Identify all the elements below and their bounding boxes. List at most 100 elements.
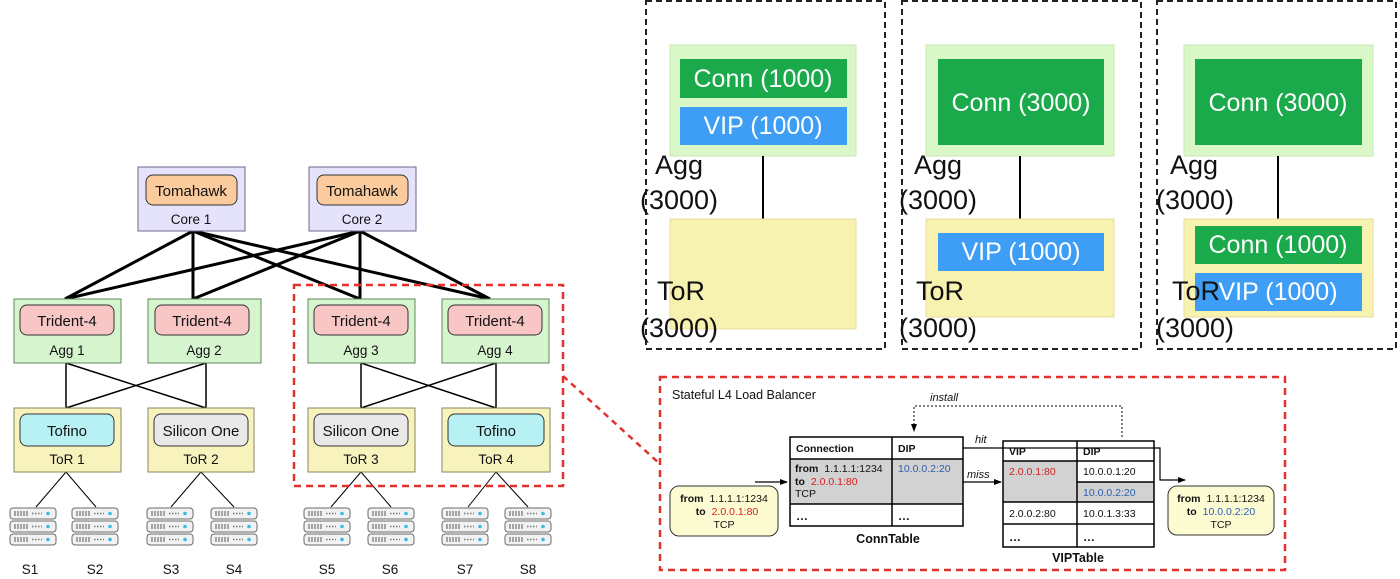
load-balancer-panel[interactable]: Stateful L4 Load Balancer from 1.1.1.1:1… [658, 375, 1287, 572]
vip-block-label: VIP (1000) [1218, 278, 1337, 306]
tor-panel [669, 218, 857, 330]
viptable-ellipsis: … [1083, 530, 1095, 544]
core-name: Core 1 [171, 212, 212, 227]
conn-table: Connection DIP from 1.1.1.1:1234 to 2.0.… [789, 436, 964, 546]
agg-capacity: (3000) [1156, 185, 1234, 215]
chip-label-box [447, 413, 545, 447]
core-name: Core 2 [342, 212, 383, 227]
tor-label: ToR [916, 276, 964, 306]
agg-chip-label: Trident-4 [172, 313, 231, 330]
conntable-header-dip: DIP [898, 443, 916, 455]
conntable-caption: ConnTable [856, 532, 920, 546]
agg-switch[interactable]: Trident-4 Agg 2 [147, 298, 262, 364]
hit-arrow [963, 447, 1186, 483]
server-rack[interactable] [210, 507, 258, 546]
svg-text:from 1.1.1.1:1234: from 1.1.1.1:1234 [1177, 493, 1265, 505]
vip-block [1195, 273, 1362, 311]
chip-label-box [145, 174, 238, 206]
conn-block [680, 59, 847, 98]
placement-panel-2[interactable]: Conn (3000) VIP (1000) Agg (3000) ToR (3… [899, 0, 1142, 350]
agg-name: Agg 2 [186, 343, 221, 358]
packet-from-addr: 1.1.1.1:1234 [1206, 493, 1265, 505]
miss-label: miss [967, 469, 990, 481]
server-rack[interactable] [367, 507, 415, 546]
conn-to-label: to [795, 476, 805, 488]
vip-entry: 2.0.0.1:80 [1009, 466, 1056, 478]
agg-switch[interactable]: Trident-4 Agg 3 [307, 298, 416, 364]
svg-text:to 2.0.0.1:80: to 2.0.0.1:80 [696, 506, 759, 518]
chip-label-box [19, 413, 115, 447]
tor-switch[interactable]: Tofino ToR 4 [441, 407, 551, 473]
packet-from-label: from [1177, 493, 1200, 505]
dip-entry: 10.0.0.1:20 [1083, 466, 1136, 478]
load-balancer-title: Stateful L4 Load Balancer [672, 388, 816, 402]
chip-label-box [313, 413, 409, 447]
vip-block [938, 233, 1104, 271]
conn-block-label: Conn (3000) [952, 89, 1091, 117]
vip-block-label: VIP (1000) [703, 112, 822, 140]
tor-chip-label: Tofino [476, 423, 516, 440]
server-rack[interactable] [504, 507, 552, 546]
chip-label-box [153, 413, 249, 447]
agg-switch[interactable]: Trident-4 Agg 4 [441, 298, 550, 364]
svg-text:to 2.0.0.1:80: to 2.0.0.1:80 [795, 476, 858, 488]
server-rack[interactable] [71, 507, 119, 546]
conn-block-label: Conn (1000) [694, 65, 833, 93]
conn-to-addr: 2.0.0.1:80 [811, 476, 858, 488]
tor-chip-label: Tofino [47, 423, 87, 440]
placement-panel-3[interactable]: Conn (3000) Conn (1000) VIP (1000) Agg (… [1156, 0, 1397, 350]
chip-label-box [316, 174, 409, 206]
dip-entry: 10.0.1.3:33 [1083, 508, 1136, 520]
agg-chip-label: Trident-4 [465, 313, 524, 330]
placement-panel-1[interactable]: Conn (1000) VIP (1000) Agg (3000) ToR (3… [640, 0, 886, 350]
output-packet: from 1.1.1.1:1234 to 10.0.0.2:20 TCP [1167, 485, 1275, 536]
server-label: S3 [163, 562, 180, 577]
packet-proto: TCP [714, 519, 735, 531]
agg-chip-label: Trident-4 [37, 313, 96, 330]
agg-chip-label: Trident-4 [331, 313, 390, 330]
core-switch[interactable]: Tomahawk Core 2 [308, 166, 417, 232]
tor-capacity: (3000) [640, 313, 718, 343]
conntable-ellipsis: … [796, 509, 808, 523]
agg-label: Agg [1170, 150, 1218, 180]
hit-label: hit [975, 434, 988, 446]
svg-text:from 1.1.1.1:1234: from 1.1.1.1:1234 [680, 493, 768, 505]
tor-name: ToR 4 [478, 452, 514, 467]
server-label: S8 [520, 562, 537, 577]
agg-name: Agg 3 [343, 343, 378, 358]
tor-switch[interactable]: Tofino ToR 1 [13, 407, 122, 473]
server-rack[interactable] [9, 507, 57, 546]
conn-block-label: Conn (1000) [1209, 231, 1348, 259]
viptable-header-dip: DIP [1083, 446, 1101, 458]
server-rack[interactable] [146, 507, 194, 546]
chip-label-box [313, 304, 409, 336]
server-label: S4 [226, 562, 243, 577]
agg-label: Agg [655, 150, 703, 180]
server-rack[interactable] [303, 507, 351, 546]
tor-name: ToR 3 [343, 452, 378, 467]
zoom-connector-line [562, 375, 661, 465]
viptable-header-vip: VIP [1009, 446, 1026, 458]
packet-to-addr: 10.0.0.2:20 [1203, 506, 1256, 518]
server-label: S5 [319, 562, 336, 577]
tor-switch[interactable]: Silicon One ToR 2 [147, 407, 255, 473]
vip-block [680, 107, 847, 145]
tor-switch[interactable]: Silicon One ToR 3 [307, 407, 416, 473]
conn-block-label: Conn (3000) [1209, 89, 1348, 117]
svg-text:from 1.1.1.1:1234: from 1.1.1.1:1234 [795, 463, 883, 475]
core-switch[interactable]: Tomahawk Core 1 [137, 166, 246, 232]
packet-from-label: from [680, 493, 703, 505]
tor-capacity: (3000) [1156, 313, 1234, 343]
tor-label: ToR [657, 276, 705, 306]
server-rack[interactable] [441, 507, 489, 546]
agg-switch[interactable]: Trident-4 Agg 1 [13, 298, 122, 364]
core-chip-label: Tomahawk [155, 183, 227, 200]
agg-capacity: (3000) [899, 185, 977, 215]
topology-links [35, 229, 529, 508]
tor-chip-label: Silicon One [323, 423, 400, 440]
tor-label: ToR [1172, 276, 1220, 306]
conn-block [938, 59, 1104, 145]
highlight-pod-box [292, 283, 565, 488]
conntable-ellipsis: … [898, 509, 910, 523]
agg-label: Agg [914, 150, 962, 180]
